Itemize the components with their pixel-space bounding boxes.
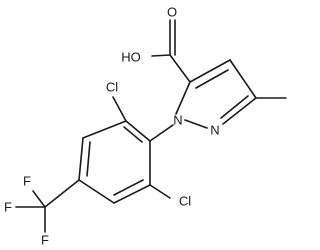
atom-fluorine-1: F [4, 199, 12, 214]
bond-ar5-ar6 [113, 184, 151, 204]
atom-chlorine-top: Cl [106, 79, 118, 94]
bond-ar6-cl [149, 184, 171, 199]
bond-c3-n2-inner [220, 95, 249, 119]
bond-ar1-ar2-inner [123, 126, 143, 143]
bond-ar2-ar3 [82, 120, 127, 139]
atom-hydroxyl: HO [121, 49, 141, 64]
bond-n1-phenyl [149, 124, 174, 142]
bond-ar2-cl [112, 96, 127, 122]
bond-c4-c3 [229, 59, 257, 99]
atom-fluorine-2: F [41, 232, 49, 247]
atom-nitrogen-2: N [210, 122, 219, 137]
bond-c5-c4-inner [195, 69, 229, 89]
bond-n2-n1 [184, 119, 208, 129]
bond-ar1-ar2 [125, 120, 151, 142]
atom-chlorine-bottom: Cl [179, 193, 191, 208]
atom-nitrogen-1: N [173, 112, 182, 127]
bond-ar5-ar6-inner [113, 179, 144, 196]
atom-labels: O HO N N Cl Cl F F F [4, 4, 220, 247]
bond-c5-cooh [169, 54, 191, 83]
atom-fluorine-3: F [23, 173, 31, 188]
bond-c3-n2 [222, 97, 257, 125]
atom-oxygen-carbonyl: O [167, 4, 177, 19]
chemical-structure: O HO N N Cl Cl F F F [4, 4, 287, 247]
bonds [15, 19, 287, 233]
bond-c5-n1 [175, 81, 191, 115]
bond-ar3-ar4-inner [86, 141, 91, 177]
bond-c-oh [151, 54, 171, 57]
bond-c5-c4 [189, 59, 231, 83]
bond-ar3-ar4 [78, 137, 84, 181]
bond-ar4-cf3 [44, 179, 80, 208]
bond-cf3-f3 [32, 190, 46, 208]
bond-ar4-ar5 [78, 179, 115, 204]
